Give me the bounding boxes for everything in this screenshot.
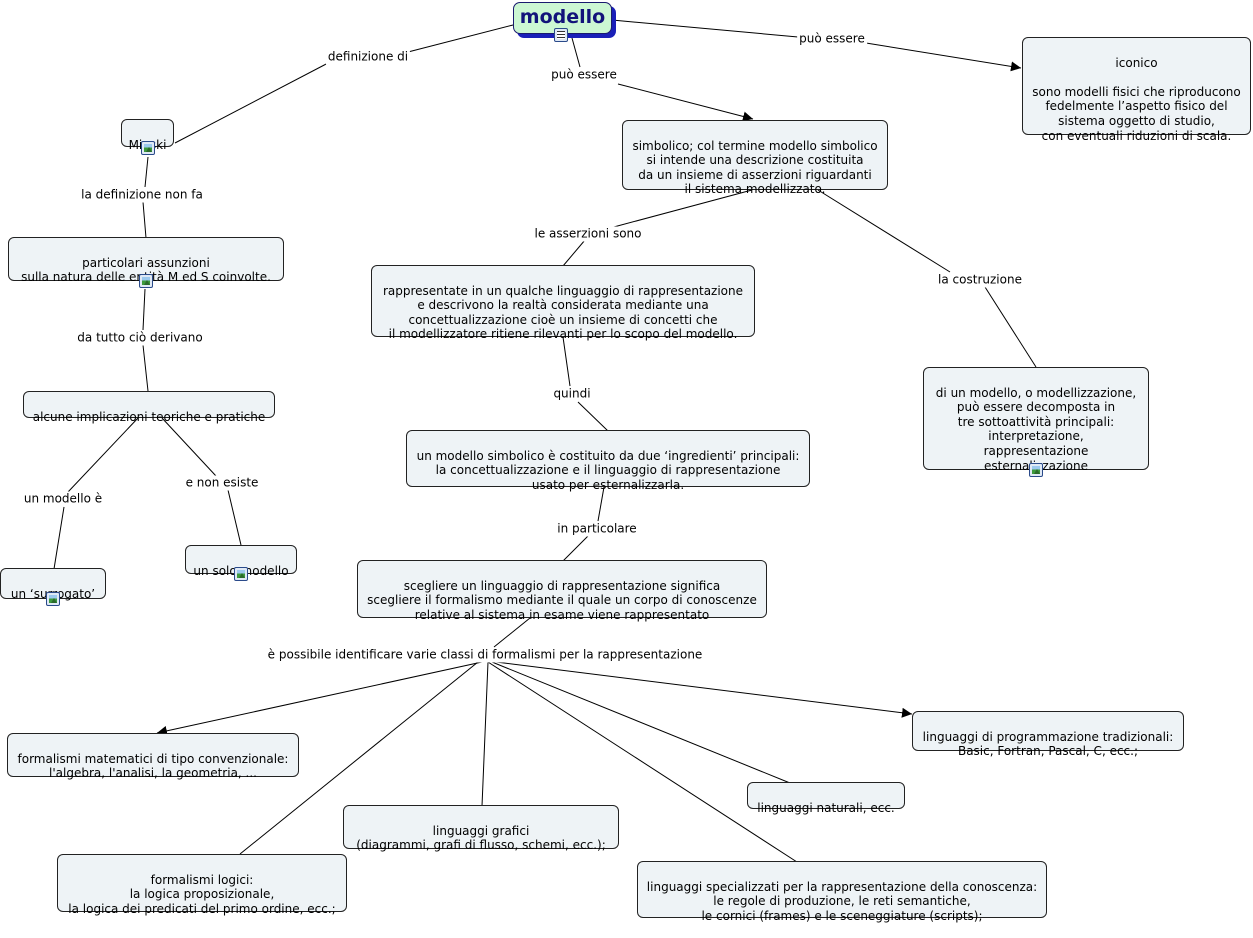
link-line	[571, 37, 581, 68]
link-line	[144, 156, 149, 188]
link-line	[562, 336, 571, 387]
concept-label: linguaggi grafici (diagrammi, grafi di f…	[356, 823, 606, 853]
concept-label: linguaggi specializzati per la rappresen…	[646, 879, 1038, 923]
image-icon[interactable]	[1029, 463, 1043, 477]
link-line	[984, 286, 1037, 368]
link-line	[865, 42, 1022, 72]
concept-label: formalismi matematici di tipo convenzion…	[17, 751, 289, 781]
link-line	[156, 661, 483, 736]
link-line	[174, 61, 331, 144]
concept-label: un modello simbolico è costituito da due…	[416, 448, 800, 492]
link-line	[617, 83, 754, 122]
link-line	[227, 489, 242, 546]
concept-linguaggi-programmazione[interactable]: linguaggi di programmazione tradizionali…	[912, 711, 1184, 758]
link-label-asserzioni-sono: le asserzioni sono	[532, 226, 644, 242]
image-icon[interactable]	[234, 567, 248, 581]
link-line	[142, 288, 146, 331]
link-label-e-non-esiste: e non esiste	[183, 475, 261, 491]
concept-simbolico[interactable]: simbolico; col termine modello simbolico…	[622, 120, 888, 196]
link-line	[239, 661, 479, 855]
link-line	[487, 661, 798, 863]
concept-label: un solo modello	[193, 563, 289, 578]
link-line	[481, 661, 489, 807]
concept-label: scegliere un linguaggio di rappresentazi…	[367, 578, 757, 622]
concept-label: simbolico; col termine modello simbolico…	[632, 138, 878, 197]
concept-label: iconico sono modelli fisici che riproduc…	[1032, 55, 1241, 143]
concept-formalismi-logici[interactable]: formalismi logici: la logica proposizion…	[57, 854, 347, 916]
link-line	[407, 24, 514, 53]
concept-formalismi-matematici[interactable]: formalismi matematici di tipo convenzion…	[7, 733, 299, 780]
link-line	[562, 239, 586, 267]
link-label-un-modello-e: un modello è	[21, 491, 105, 507]
link-line	[611, 19, 799, 38]
concept-label: formalismi logici: la logica proposizion…	[68, 872, 336, 916]
concept-linguaggi-naturali[interactable]: linguaggi naturali, ecc.	[747, 782, 905, 815]
concept-rappresentate[interactable]: rappresentate in un qualche linguaggio d…	[371, 265, 755, 341]
link-label-definizione-di: definizione di	[325, 49, 411, 65]
link-line	[491, 661, 791, 784]
concept-label: di un modello, o modellizzazione, può es…	[935, 385, 1137, 473]
link-line	[495, 661, 913, 718]
image-icon[interactable]	[141, 141, 155, 155]
link-label-puo-essere-iconico: può essere	[797, 31, 867, 47]
link-label-la-costruzione: la costruzione	[936, 272, 1024, 288]
root-title: modello	[519, 6, 606, 28]
document-icon[interactable]	[554, 28, 568, 42]
link-line	[53, 506, 65, 570]
link-label-classi-formalismi: è possibile identificare varie classi di…	[265, 647, 705, 663]
link-line	[609, 189, 753, 229]
link-line	[597, 486, 605, 522]
concept-linguaggi-grafici[interactable]: linguaggi grafici (diagrammi, grafi di f…	[343, 805, 619, 852]
concept-label: particolari assunzioni sulla natura dell…	[21, 255, 271, 285]
link-label-in-particolare: in particolare	[555, 521, 639, 537]
image-icon[interactable]	[46, 592, 60, 606]
link-label-puo-essere-simbolico: può essere	[549, 67, 619, 83]
concept-implicazioni[interactable]: alcune implicazioni teoriche e pratiche	[23, 391, 275, 424]
concept-linguaggi-specializzati[interactable]: linguaggi specializzati per la rappresen…	[637, 861, 1047, 923]
concept-label: linguaggi naturali, ecc.	[757, 800, 895, 815]
concept-scegliere[interactable]: scegliere un linguaggio di rappresentazi…	[357, 560, 767, 622]
link-line	[142, 344, 149, 392]
image-icon[interactable]	[139, 274, 153, 288]
concept-label: linguaggi di programmazione tradizionali…	[922, 729, 1174, 759]
link-line	[817, 189, 951, 273]
concept-label: alcune implicazioni teoriche e pratiche	[32, 409, 266, 424]
link-label-quindi: quindi	[551, 386, 593, 402]
link-line	[142, 201, 147, 239]
concept-ingredienti[interactable]: un modello simbolico è costituito da due…	[406, 430, 810, 492]
link-line	[562, 535, 589, 562]
concept-costruzione[interactable]: di un modello, o modellizzazione, può es…	[923, 367, 1149, 473]
link-line	[577, 401, 609, 432]
link-line	[493, 617, 531, 648]
link-label-definizione-non-fa: la definizione non fa	[79, 187, 205, 203]
concept-iconico[interactable]: iconico sono modelli fisici che riproduc…	[1022, 37, 1251, 143]
link-line	[67, 417, 139, 493]
link-label-da-tutto-cio: da tutto ciò derivano	[75, 330, 205, 346]
link-line	[161, 417, 217, 477]
concept-label: rappresentate in un qualche linguaggio d…	[382, 283, 744, 342]
